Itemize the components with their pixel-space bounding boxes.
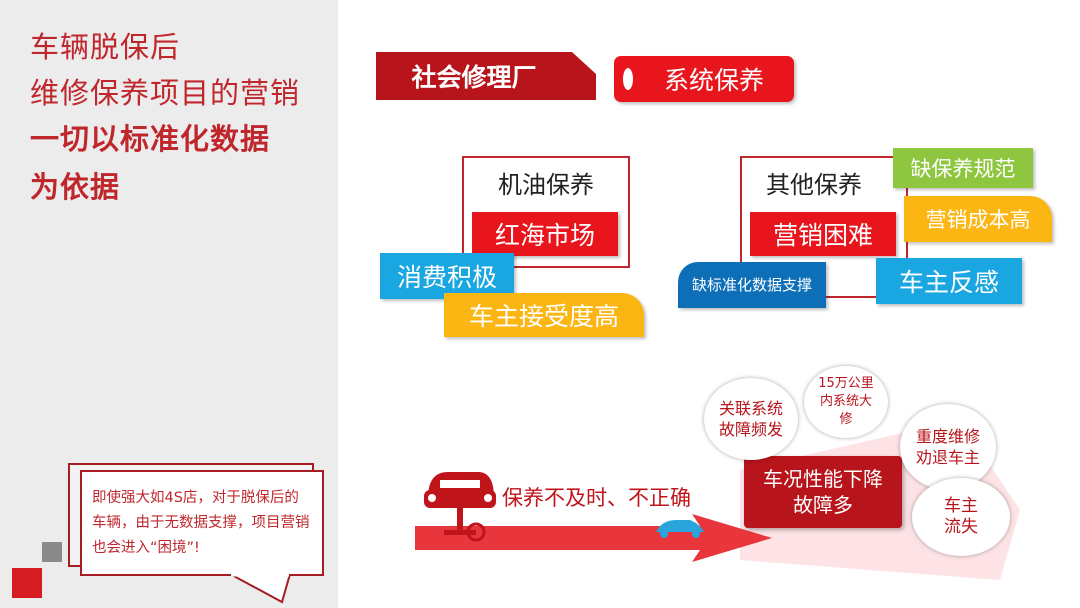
other-point-2: 营销成本高 [904, 196, 1052, 242]
header-label-bg [376, 52, 596, 100]
bubble-4: 车主流失 [912, 478, 1010, 556]
title-line-4: 为依据 [30, 170, 121, 204]
header-label: 社会修理厂 [411, 63, 537, 92]
red-square [12, 568, 42, 598]
bubble-2: 15万公里内系统大修 [804, 366, 888, 438]
oil-box [462, 156, 630, 268]
callout-box: 即使强大如4S店，对于脱保后的车辆，由于无数据支撑，项目营销也会进入“困境”! [80, 470, 324, 576]
title-line-2: 维修保养项目的营销 [30, 76, 301, 110]
oil-title: 机油保养 [498, 170, 594, 199]
title-line-1: 车辆脱保后 [30, 30, 181, 64]
other-tag: 营销困难 [750, 212, 896, 256]
system-label: 系统保养 [663, 66, 764, 95]
oil-tag: 红海市场 [472, 212, 618, 256]
system-maintenance-tag: 系统保养 [614, 56, 794, 102]
other-title: 其他保养 [766, 170, 862, 199]
other-point-3: 缺标准化数据支撑 [678, 262, 826, 308]
other-point-1: 缺保养规范 [893, 148, 1033, 188]
oil-point-2: 车主接受度高 [444, 293, 644, 337]
other-point-4: 车主反感 [876, 258, 1022, 304]
flow-result: 车况性能下降故障多 [744, 456, 902, 528]
oval-marker [623, 68, 633, 90]
grey-square [42, 542, 62, 562]
callout-tail [229, 574, 292, 604]
blue-car-icon [656, 520, 704, 538]
title-line-3: 一切以标准化数据 [30, 122, 271, 156]
oil-point-1: 消费积极 [380, 253, 514, 299]
flow-cause: 保养不及时、不正确 [502, 486, 691, 510]
flow-arrow [415, 514, 772, 562]
bubble-3: 重度维修劝退车主 [900, 404, 996, 490]
car-lift-icon [424, 472, 496, 542]
bubble-1: 关联系统故障频发 [704, 378, 798, 460]
